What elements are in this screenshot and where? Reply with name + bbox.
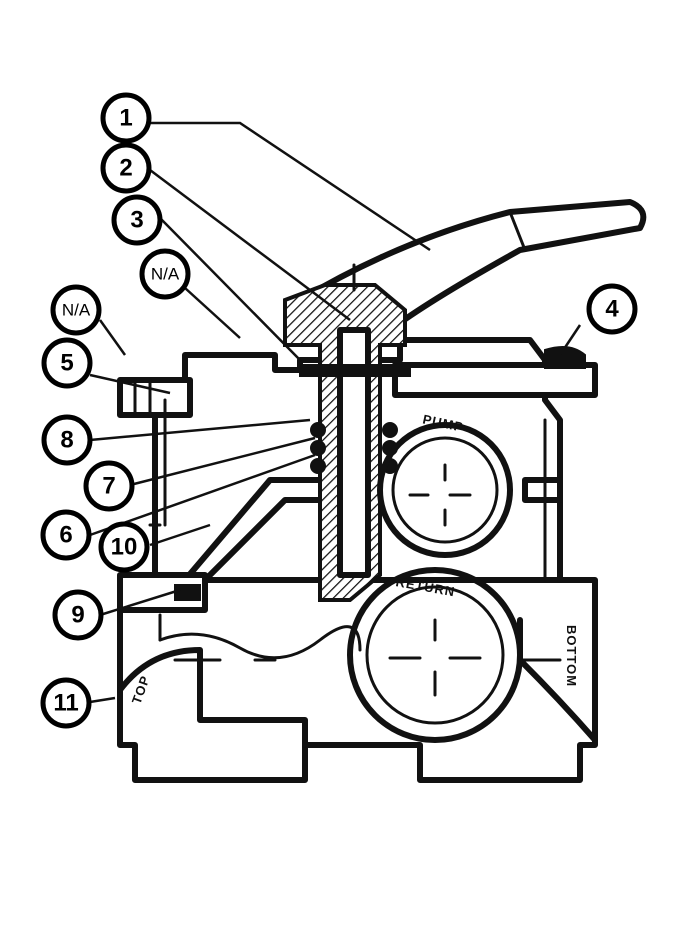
svg-text:2: 2 <box>119 155 132 182</box>
callout-4: 4 <box>586 283 638 335</box>
callout-10: 10 <box>98 521 150 573</box>
bottom-label: BOTTOM <box>564 625 579 687</box>
svg-text:N/A: N/A <box>62 301 91 320</box>
leader-lines <box>89 121 582 704</box>
svg-text:4: 4 <box>605 296 619 323</box>
callout-7: 7 <box>83 460 135 512</box>
svg-text:10: 10 <box>111 534 138 561</box>
callout-9: 9 <box>52 589 104 641</box>
callout-11: 11 <box>40 677 92 729</box>
svg-text:3: 3 <box>130 207 143 234</box>
svg-text:6: 6 <box>59 522 72 549</box>
valve-stem <box>283 263 411 602</box>
svg-text:7: 7 <box>102 473 115 500</box>
pump-label: PUMP <box>421 411 465 434</box>
callout-8: 8 <box>41 414 93 466</box>
callout-3: 3 <box>111 194 163 246</box>
callout-2: 2 <box>100 142 152 194</box>
svg-text:N/A: N/A <box>151 265 180 284</box>
svg-text:11: 11 <box>53 690 78 717</box>
callout-6: 6 <box>40 509 92 561</box>
svg-text:8: 8 <box>60 427 73 454</box>
svg-text:5: 5 <box>60 350 73 377</box>
pump-port: PUMP <box>377 411 513 558</box>
callout-na-lower: N/A <box>50 284 102 336</box>
svg-text:9: 9 <box>71 602 84 629</box>
svg-text:1: 1 <box>119 105 132 132</box>
return-port: RETURN <box>347 567 523 743</box>
callout-na-upper: N/A <box>139 248 191 300</box>
callout-5: 5 <box>41 337 93 389</box>
valve-body <box>117 337 598 783</box>
callout-1: 1 <box>100 92 152 144</box>
